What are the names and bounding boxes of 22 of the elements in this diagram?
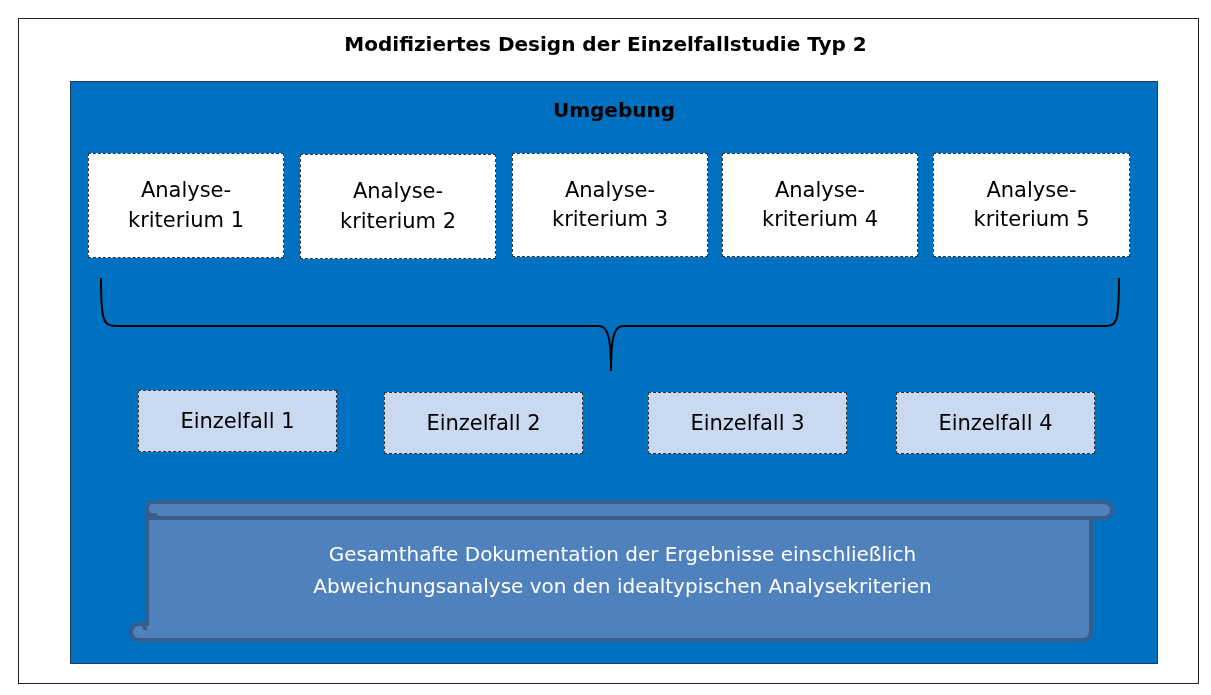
- scroll-text: Gesamthafte Dokumentation der Ergebnisse einschließlich Abweichungsanalyse von den idealtypischen Analysekriterien: [312, 540, 933, 600]
- node-label: Einzelfall 2: [426, 411, 541, 435]
- node-label: Einzelfall 1: [180, 409, 295, 433]
- node-label: Analyse- kriterium 3: [550, 176, 670, 233]
- criterion-box: [88, 153, 284, 258]
- criterion-box: [933, 153, 1130, 257]
- case-box: [138, 390, 337, 452]
- node-label: Analyse- kriterium 2: [338, 178, 458, 235]
- diagram-title: Modifiziertes Design der Einzelfallstudie Typ 2: [344, 32, 867, 56]
- node-label: Analyse- kriterium 1: [126, 177, 246, 234]
- node-label: Analyse- kriterium 4: [760, 176, 880, 233]
- case-box: [648, 392, 847, 454]
- criterion-box: [512, 153, 708, 257]
- environment-panel: [70, 81, 1158, 664]
- node-label: Einzelfall 4: [938, 411, 1053, 435]
- case-box: [896, 392, 1095, 454]
- panel-heading: Umgebung: [552, 98, 676, 122]
- node-label: Einzelfall 3: [690, 411, 805, 435]
- criterion-box: [300, 154, 496, 259]
- node-label: Analyse- kriterium 5: [972, 176, 1091, 233]
- case-box: [384, 392, 583, 454]
- criterion-box: [722, 153, 918, 257]
